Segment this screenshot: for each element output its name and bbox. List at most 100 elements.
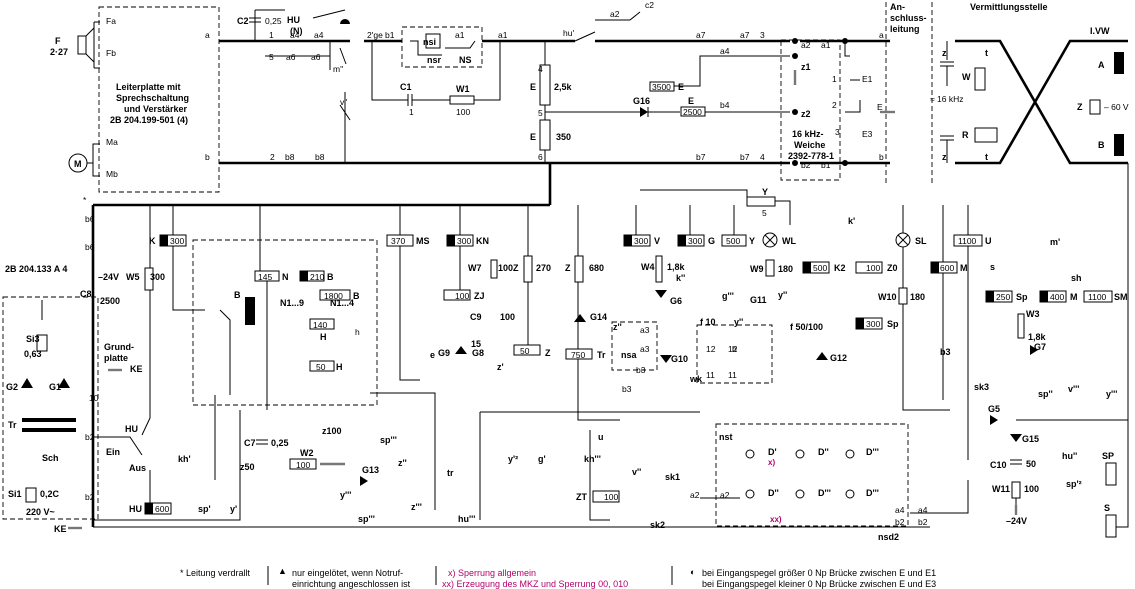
svg-text:11: 11 <box>706 370 715 380</box>
footnote-twisted: * Leitung verdrallt <box>180 568 251 578</box>
label-S: S <box>1104 503 1110 513</box>
label-220v: 220 V~ <box>26 507 55 517</box>
value-MS: 370 <box>391 236 405 246</box>
label-z2: z2 <box>801 109 811 119</box>
label-a3: a3 <box>640 325 650 335</box>
footnote-xx: xx) Erzeugung des MKZ und Sperrung 00, 0… <box>442 579 629 589</box>
label-sp12: sp'² <box>1066 479 1082 489</box>
label-khI: kh' <box>178 454 191 464</box>
label-2ge: 2'ge <box>367 30 383 40</box>
ground-arrows <box>68 70 1018 530</box>
motor-M: M Ma Mb <box>68 137 118 179</box>
value-C9: 100 <box>500 312 515 322</box>
label-M400: M <box>1070 292 1078 302</box>
footnote-bridge2: bei Eingangspegel kleiner 0 Np Brücke zw… <box>702 579 937 589</box>
marker-xx: xx) <box>770 515 782 524</box>
label-m24: –24V <box>98 272 119 282</box>
freq-label: ≈ 16 kHz <box>930 94 963 104</box>
value-Sp250: 250 <box>996 292 1010 302</box>
label-G13: G13 <box>362 465 379 475</box>
label-b2-low: b2 <box>895 517 905 527</box>
label-b3a: b3 <box>636 365 646 375</box>
label-b6b: b6 <box>85 242 95 252</box>
label-z1: z1 <box>801 62 811 72</box>
weiche-l2: Weiche <box>794 140 825 150</box>
label-Z-vst: Z <box>1077 102 1083 112</box>
label-a2: a2 <box>801 40 811 50</box>
label-spIII: sp''' <box>380 435 397 445</box>
value-Si1: 0,2C <box>40 489 60 499</box>
label-t-bot: t <box>985 152 988 162</box>
value-Z680: 680 <box>589 263 604 273</box>
grundplatte-2: platte <box>104 353 128 363</box>
relay-M-U-Sp-SM: 600 M 1100 U m' s sh 250 Sp 400 M 1100 S… <box>930 234 1128 538</box>
label-Z680: Z <box>565 263 571 273</box>
value-C10: 50 <box>1026 459 1036 469</box>
label-N14: N1...4 <box>330 298 354 308</box>
label-spII: sp'' <box>1038 389 1053 399</box>
value-V: 300 <box>634 236 648 246</box>
label-D3b: D''' <box>818 488 831 498</box>
relay-Tr-V-G: Z 680 G14 750 Tr z'' 300 V 300 G 500 Y Y… <box>565 187 847 394</box>
label-f10: f 10 <box>700 317 716 327</box>
label-a-line: a <box>879 30 884 40</box>
label-z100: z100 <box>322 426 342 436</box>
board-line4: 2B 204.199-501 (4) <box>110 115 188 125</box>
value-N145: 145 <box>258 272 272 282</box>
label-ZT: ZT <box>576 492 587 502</box>
svg-text:6: 6 <box>538 152 543 162</box>
label-nsa: nsa <box>621 350 638 360</box>
label-E2500: E <box>688 96 694 106</box>
label-E3500: E <box>678 82 684 92</box>
label-a1b: a1 <box>498 30 508 40</box>
label-G5: G5 <box>988 404 1000 414</box>
value-C8: 2500 <box>100 296 120 306</box>
ns-block: nsi nsr NS <box>410 33 476 65</box>
label-SP: SP <box>1102 451 1114 461</box>
label-b3b: b3 <box>622 384 632 394</box>
value-SM: 1100 <box>1088 292 1107 302</box>
label-N: N <box>282 272 289 282</box>
label-D2a: D'' <box>818 447 829 457</box>
label-SL: SL <box>915 236 927 246</box>
label-tr: tr <box>447 468 454 478</box>
label-Ma: Ma <box>106 137 118 147</box>
label-a4-low: a4 <box>895 505 905 515</box>
label-G9: G9 <box>438 348 450 358</box>
footnote-bridge1: bei Eingangspegel größer 0 Np Brücke zwi… <box>702 568 937 578</box>
value-H140: 140 <box>313 320 327 330</box>
label-W: W <box>962 72 971 82</box>
label-Aus: Aus <box>129 463 146 473</box>
label-G1: G1 <box>49 382 61 392</box>
value-U: 1100 <box>958 236 977 246</box>
label-sk2: sk2 <box>650 520 665 530</box>
label-a7: a7 <box>696 30 706 40</box>
solder-icon: ▲ <box>278 566 287 576</box>
selector-D: nst D' D'' D''' D'' D''' D''' x) xx) nsd… <box>719 432 899 542</box>
label-M600: M <box>960 263 968 273</box>
footnote-dividers <box>267 566 673 585</box>
svg-text:a6: a6 <box>311 52 321 62</box>
label-Z270: Z <box>513 263 519 273</box>
label-B: B <box>327 272 334 282</box>
svg-text:4: 4 <box>538 64 543 74</box>
label-Mb: Mb <box>106 169 118 179</box>
relay-MS-KN-ZJ: 370 MS 300 KN 100 ZJ W7 100 Z 270 C9 100… <box>386 234 551 372</box>
label-a4-low2: a4 <box>918 505 928 515</box>
svg-text:12: 12 <box>728 344 738 354</box>
value-W4: 1,8k <box>667 262 686 272</box>
svg-text:2: 2 <box>270 152 275 162</box>
label-b4: b4 <box>720 100 730 110</box>
label-yI: y' <box>230 504 237 514</box>
label-G14: G14 <box>590 312 607 322</box>
label-D3c: D''' <box>866 488 879 498</box>
label-HU-b: HU <box>125 424 138 434</box>
line-b: b b b7 b7 b2 b1 2 b8 b8 4 <box>205 152 1128 170</box>
label-G: G <box>708 236 715 246</box>
label-yIII: y''' <box>1106 389 1117 399</box>
label-a7b: a7 <box>740 30 750 40</box>
label-G11: G11 <box>750 295 767 305</box>
label-s: s <box>990 262 995 272</box>
label-U: U <box>985 236 992 246</box>
